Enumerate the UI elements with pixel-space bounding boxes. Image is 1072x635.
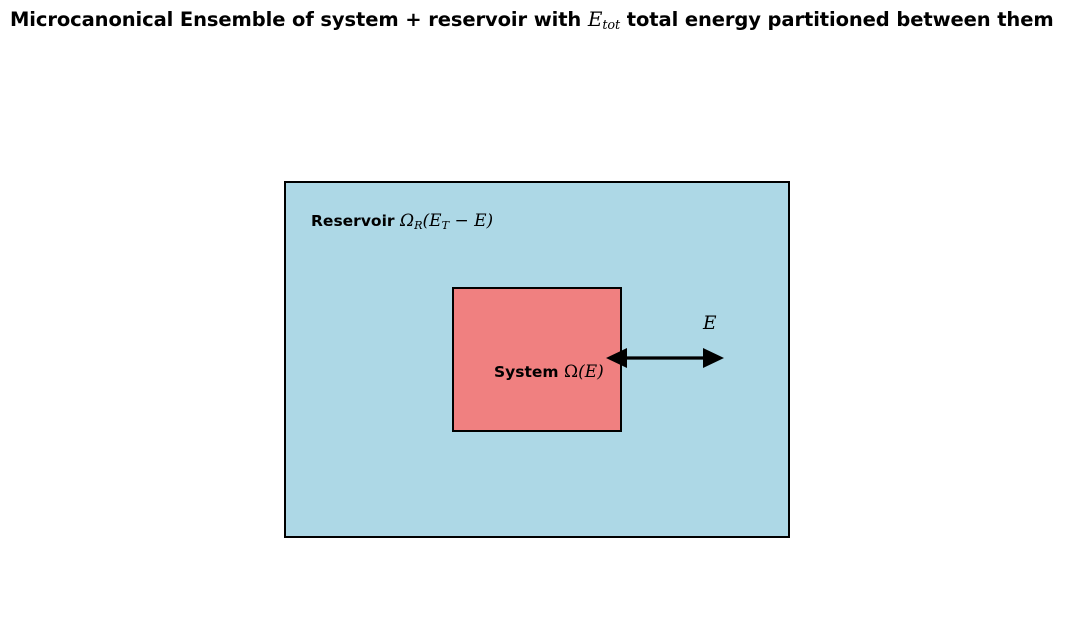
title-energy-symbol-subscript: tot	[602, 18, 621, 34]
energy-exchange-label: E	[703, 313, 717, 334]
title-energy-symbol-base: E	[587, 7, 603, 31]
page-title: Microcanonical Ensemble of system + rese…	[10, 6, 1066, 39]
reservoir-arg-subscript: T	[441, 218, 450, 232]
reservoir-arg-open: (E	[422, 211, 442, 231]
system-name: System	[494, 363, 559, 381]
system-box	[452, 287, 622, 432]
title-prefix: Microcanonical Ensemble of system + rese…	[10, 8, 588, 31]
system-arg-open: (	[578, 362, 585, 382]
system-arg-variable: E	[584, 362, 598, 382]
title-energy-symbol: Etot	[587, 7, 621, 34]
reservoir-omega: Ω	[399, 211, 415, 231]
reservoir-name: Reservoir	[311, 212, 395, 230]
system-label: System Ω(E)	[494, 362, 604, 382]
system-arg-tail: )	[597, 362, 604, 382]
reservoir-math-expression: ΩR(ET − E)	[395, 211, 494, 232]
energy-exchange-arrow	[606, 348, 724, 368]
reservoir-arg-tail: − E)	[449, 211, 494, 231]
reservoir-label: Reservoir ΩR(ET − E)	[311, 211, 493, 232]
reservoir-omega-subscript: R	[414, 218, 423, 232]
system-math-expression: Ω(E)	[559, 362, 604, 382]
energy-arrow-head-right	[703, 348, 724, 368]
energy-arrow-head-left	[606, 348, 627, 368]
system-omega: Ω	[563, 362, 579, 382]
title-suffix: total energy partitioned between them	[620, 8, 1054, 31]
